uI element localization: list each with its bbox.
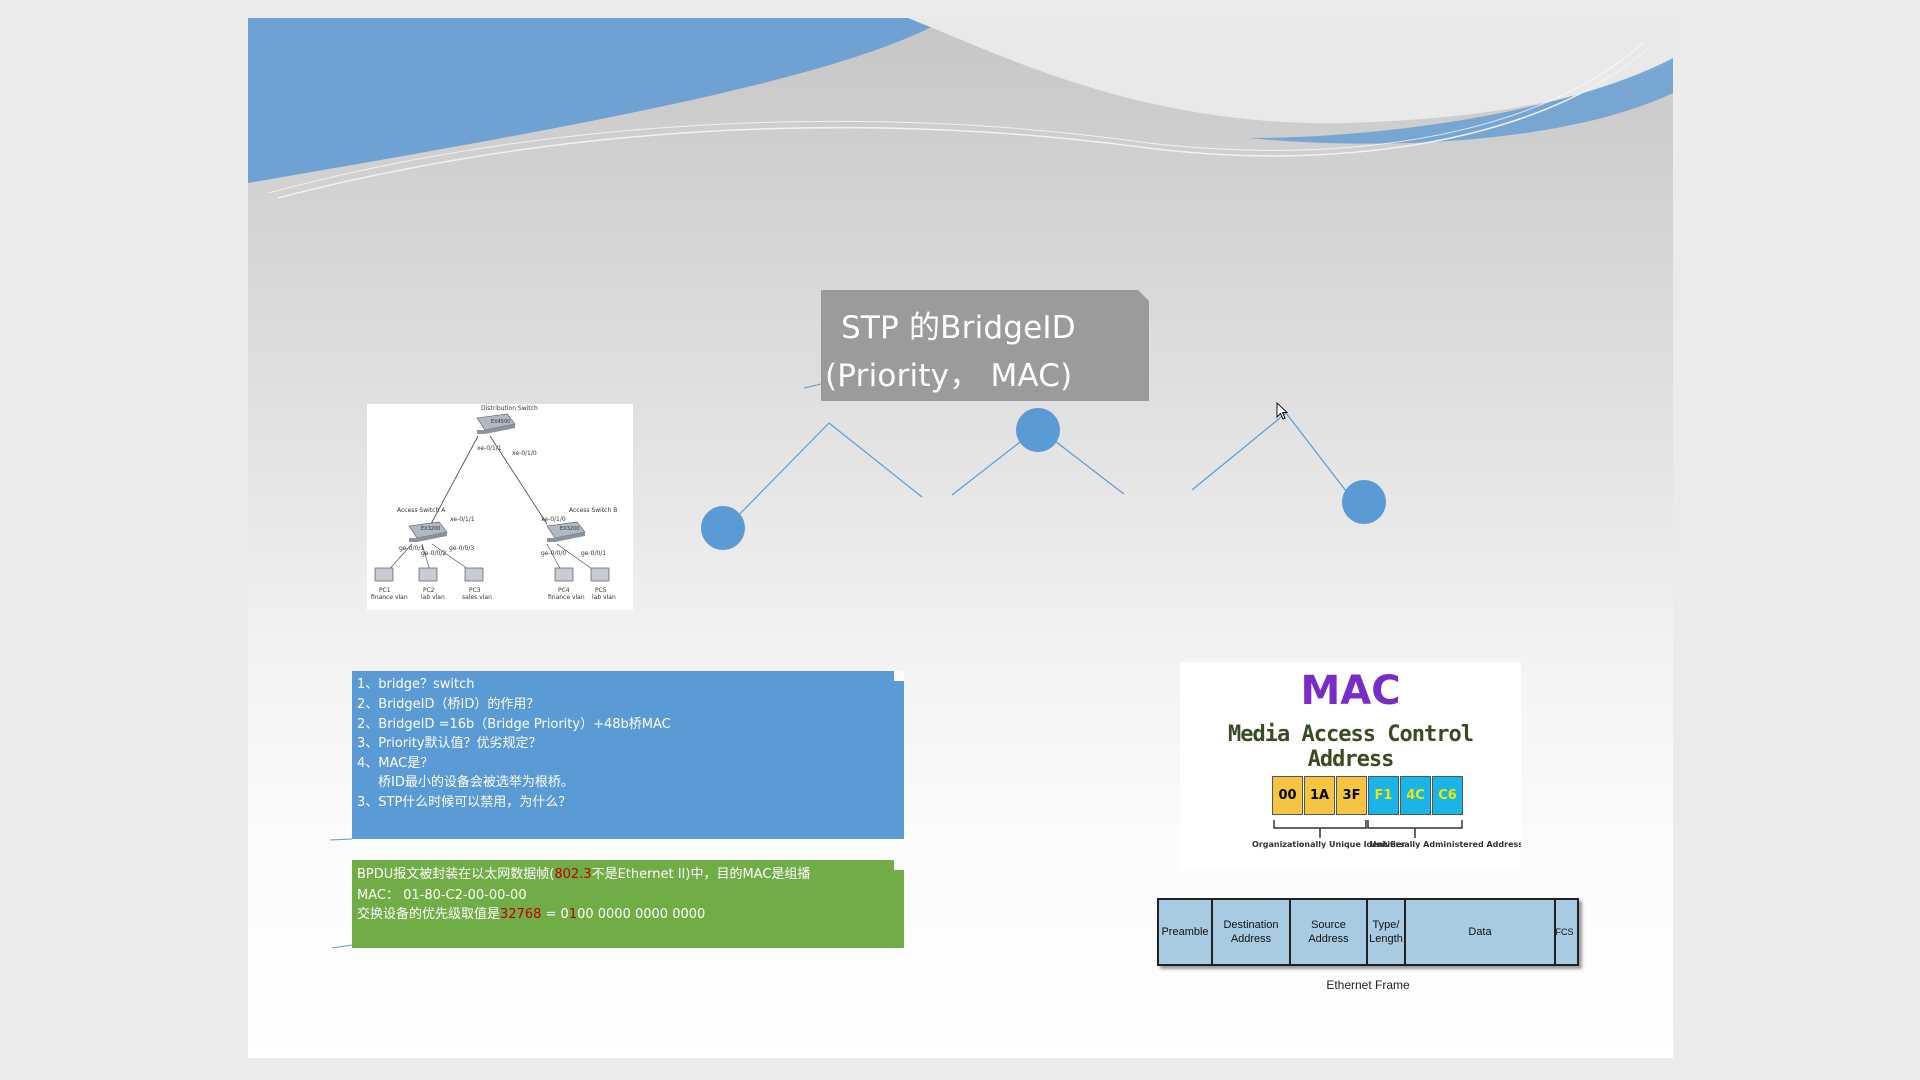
topo-label: EX4500 [491,419,511,425]
question-line: 2、BridgeID（桥ID）的作用？ [357,697,540,712]
topo-label: xe-0/1/0 [541,516,566,523]
topo-label: ge-0/0/1 [399,545,425,552]
pc5-icon [590,567,610,582]
pc1-icon [374,567,394,582]
topo-label: ge-0/0/0 [541,550,567,557]
frame-field-destination: Destination Address [1213,900,1291,964]
topo-label: xe-0/1/1 [477,445,502,452]
mac-octet: 3F [1336,776,1367,815]
pc3-icon [464,567,484,582]
bpdu-line-2: MAC： 01-80-C2-00-00-00 [357,888,527,903]
topo-label: Distribution Switch [481,405,538,412]
bpdu-text: 交换设备的优先级取值是 [357,907,501,922]
topo-label: sales vlan [462,594,492,601]
frame-field-preamble: Preamble [1159,900,1213,964]
network-topology-image: Distribution Switch EX4500 xe-0/1/1 xe-0… [367,404,633,610]
topo-label: ge-0/0/2 [421,550,447,557]
topo-label: ge-0/0/1 [581,550,607,557]
topo-label: finance vlan [371,594,408,601]
mac-subtitle: Media Access Control Address [1228,722,1474,772]
title-note-fold [1138,290,1149,301]
topo-label: ge-0/0/3 [449,545,475,552]
mac-address-image: MAC Media Access Control Address 00 1A 3… [1180,662,1521,870]
topology-lines [374,413,610,582]
topo-label: xe-0/1/1 [450,516,475,523]
question-line: 桥ID最小的设备会被选举为根桥。 [378,775,574,790]
bpdu-text: = 0 [541,907,569,922]
topo-label: PC3 [469,587,481,594]
bpdu-note[interactable]: BPDU报文被封装在以太网数据帧(802.3不是Ethernet II)中，目的… [352,860,904,948]
topo-label: Access Switch A [397,507,446,514]
topo-label: PC1 [379,587,391,594]
mindmap-node-center[interactable] [1016,408,1060,452]
topo-label: PC2 [423,587,435,594]
question-line: 4、MAC是？ [357,756,434,771]
bpdu-highlight: 802.3 [554,867,592,882]
mac-octet: 4C [1400,776,1431,815]
connector-lines [329,383,1354,949]
topo-label: lab vlan [421,594,445,601]
bpdu-text: 00 0000 0000 0000 [577,907,706,922]
topo-label: Access Switch B [569,507,618,514]
mac-title: MAC [1300,668,1401,714]
frame-field-type: Type/ Length [1368,900,1406,964]
topo-label: xe-0/1/0 [512,450,537,457]
mindmap-node-left[interactable] [701,506,745,550]
mac-octet: 1A [1304,776,1335,815]
question-line: 1、bridge？switch [357,677,475,692]
topo-label: EX3200 [421,526,441,532]
topo-label: EX3200 [560,526,580,532]
ethernet-frame-caption: Ethernet Frame [1326,978,1410,992]
questions-note[interactable]: 1、bridge？switch 2、BridgeID（桥ID）的作用？ 2、Br… [352,671,904,839]
mac-octet: 00 [1272,776,1303,815]
topo-label: PC4 [558,587,570,594]
uaa-label: Universally Administered Address [1370,840,1521,849]
slide-canvas: STP 的BridgeID (Priority， MAC) Distributi… [248,18,1673,1058]
title-line-2: (Priority， MAC) [825,358,1073,394]
question-line: 3、STP什么时候可以禁用，为什么？ [357,795,572,810]
note-fold [894,860,904,870]
ethernet-frame-diagram: Preamble Destination Address Source Addr… [1157,898,1579,966]
header-waves [248,18,1673,199]
mindmap-node-right[interactable] [1342,480,1386,524]
bpdu-text: 不是Ethernet II)中，目的MAC是组播 [591,867,811,882]
priority-highlight: 32768 [500,907,542,922]
mac-octet: F1 [1368,776,1399,815]
bpdu-text: BPDU报文被封装在以太网数据帧( [357,867,555,882]
title-line-1: STP 的BridgeID [841,310,1076,346]
topo-label: lab vlan [592,594,616,601]
title-topic-box[interactable]: STP 的BridgeID (Priority， MAC) [821,290,1149,401]
note-fold [894,671,904,681]
pc4-icon [554,567,574,582]
bpdu-line-3: 交换设备的优先级取值是32768 = 0100 0000 0000 0000 [357,906,705,924]
mac-octet: C6 [1432,776,1463,815]
topo-label: finance vlan [548,594,585,601]
frame-field-source: Source Address [1291,900,1368,964]
question-line: 2、BridgeID =16b（Bridge Priority）+48b桥MAC [357,717,671,732]
mouse-cursor-icon [1276,402,1289,420]
oui-label: Organizationally Unique Identifier [1252,840,1406,849]
pc2-icon [418,567,438,582]
frame-field-fcs: FCS [1555,927,1574,937]
mac-braces [1273,820,1463,838]
bpdu-line-1: BPDU报文被封装在以太网数据帧(802.3不是Ethernet II)中，目的… [357,866,810,884]
topo-label: PC5 [595,587,607,594]
priority-bit-highlight: 1 [568,907,578,922]
frame-field-data: Data [1406,900,1556,964]
question-line: 3、Priority默认值？优劣规定？ [357,736,542,751]
